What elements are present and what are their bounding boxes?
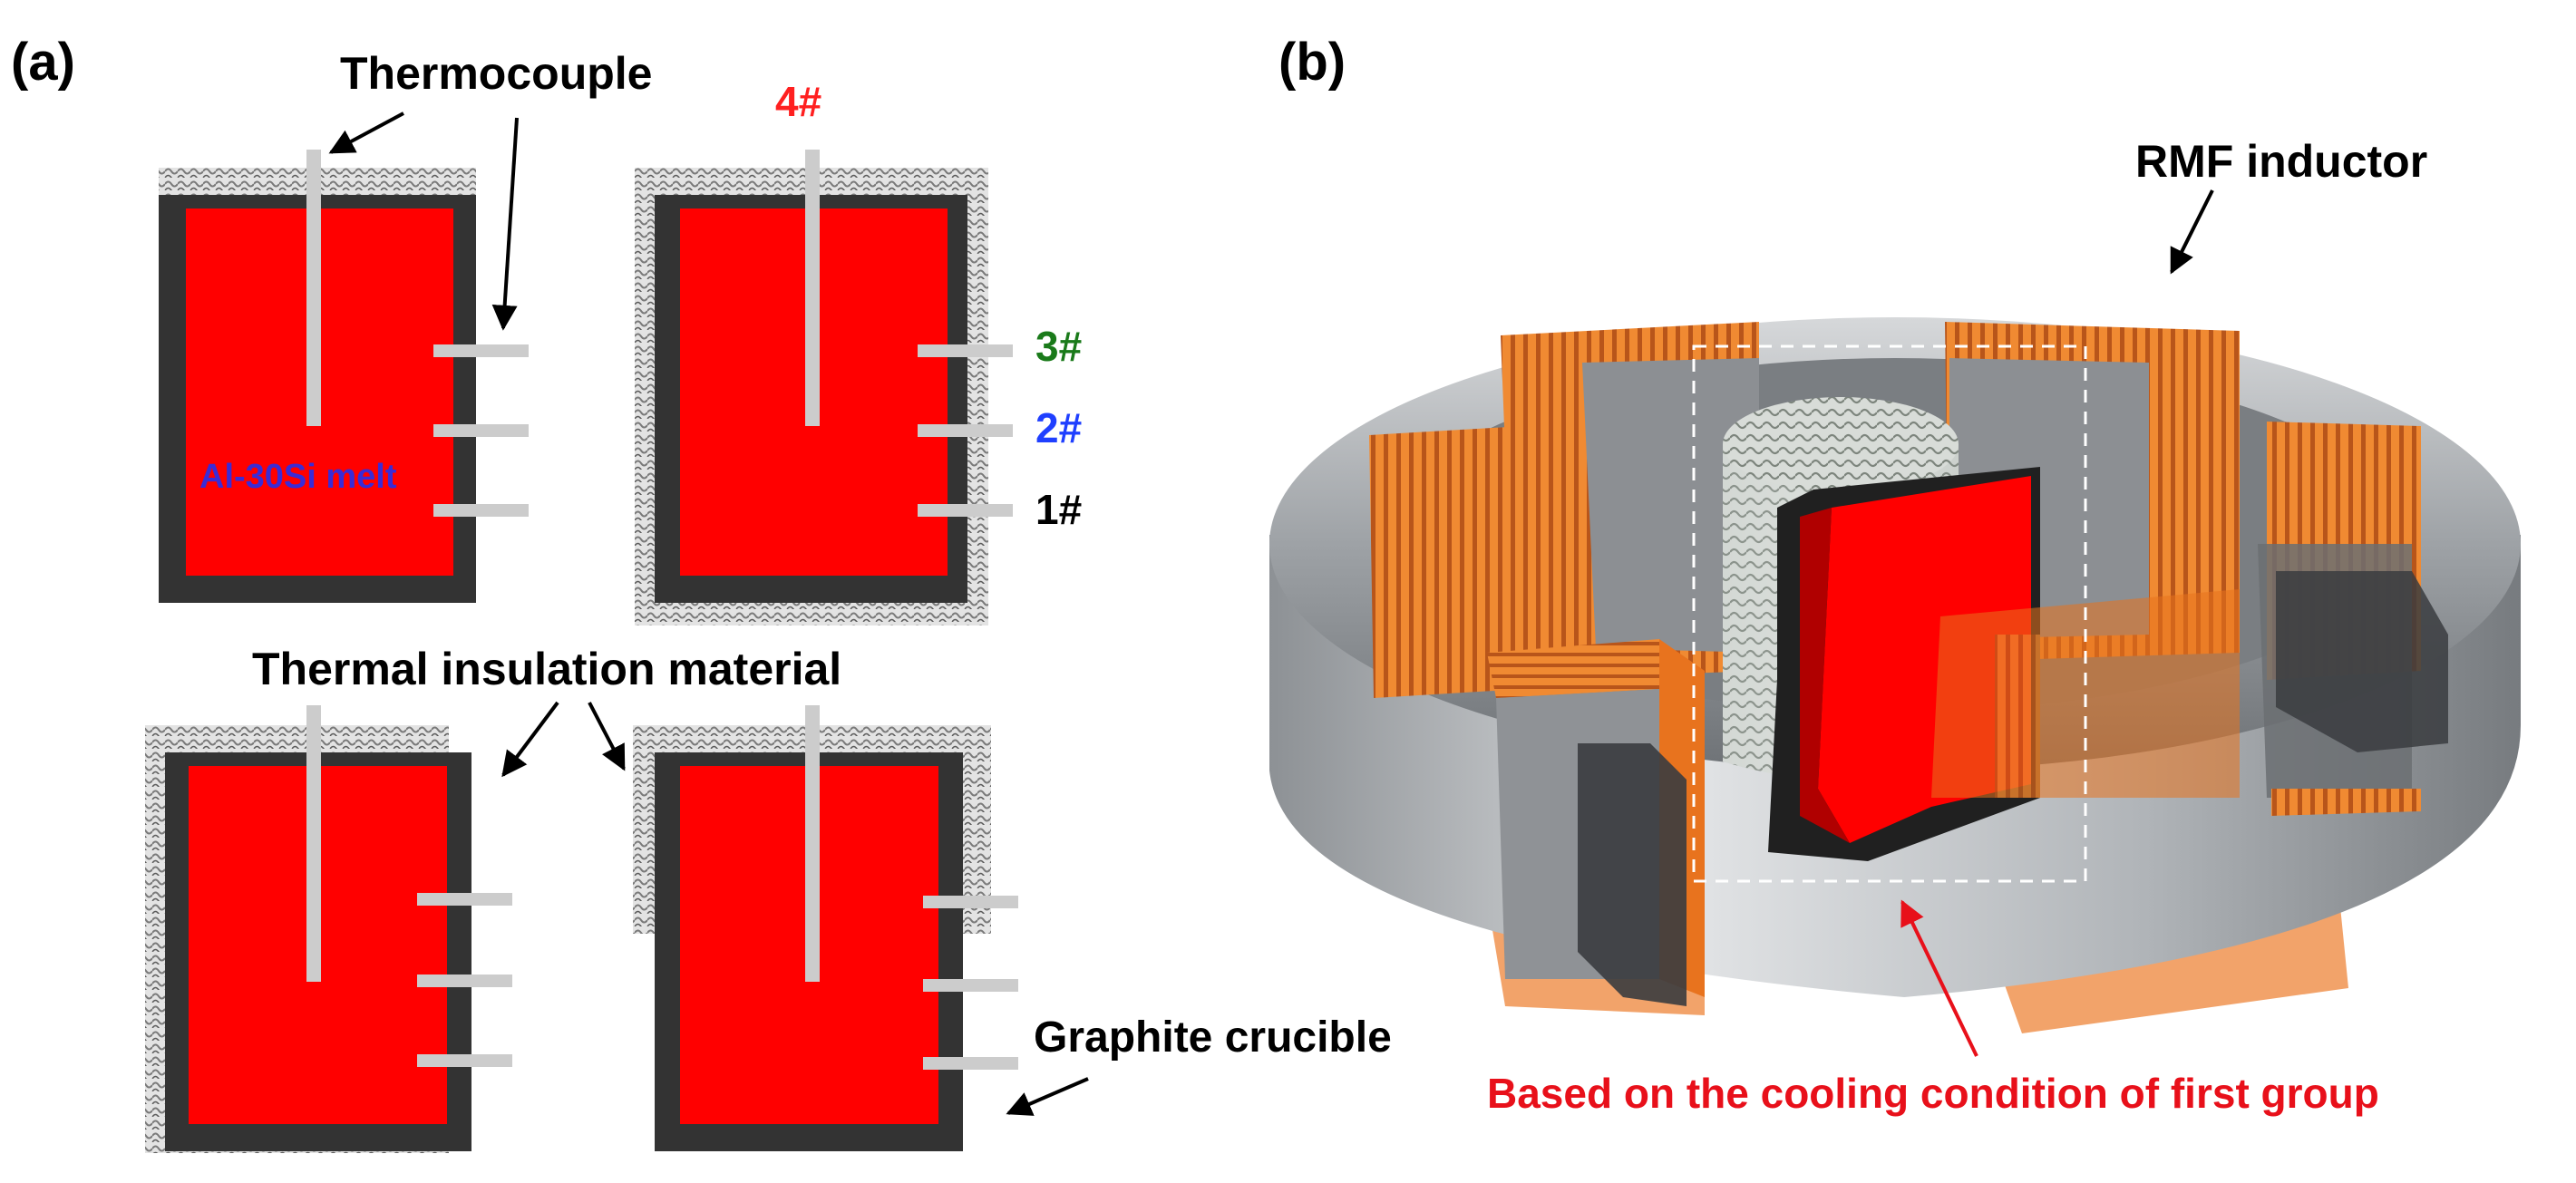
coil-front-left-top xyxy=(1487,639,1659,698)
panel-a: (a) Thermocouple 4# 3# 2# 1# Al-30Si mel… xyxy=(11,33,1392,1153)
thermocouple-1 xyxy=(417,1054,512,1067)
thermocouple-1 xyxy=(923,1057,1018,1070)
position-3-label: 3# xyxy=(1035,323,1082,370)
cutaway-melt-side xyxy=(1800,508,1850,843)
panel-a-label: (a) xyxy=(11,33,75,92)
coil-side-right-base xyxy=(2271,789,2421,816)
crucible-arrow xyxy=(1006,1077,1089,1116)
thermocouple-2 xyxy=(918,424,1013,437)
thermocouple-3 xyxy=(433,344,529,357)
melt-label: Al-30Si melt xyxy=(199,458,397,496)
clamp-front-left xyxy=(1578,743,1687,1006)
thermocouple-3 xyxy=(923,896,1018,908)
thermocouple-2 xyxy=(433,424,529,437)
thermocouple-arrow-top xyxy=(328,112,404,154)
coil-front-right-windings xyxy=(1995,635,2040,798)
thermocouple-4 xyxy=(805,150,820,426)
caption-text: Based on the cooling condition of first … xyxy=(1487,1070,2379,1117)
thermocouple-3 xyxy=(918,344,1013,357)
insulation-label: Thermal insulation material xyxy=(252,644,841,694)
thermocouple-label: Thermocouple xyxy=(340,48,652,99)
thermocouple-arrow-side xyxy=(491,117,519,331)
coil-core-back-left xyxy=(1582,358,1759,653)
thermocouple-4 xyxy=(306,150,321,426)
insulation-arrow-right xyxy=(588,702,626,771)
crucible-label: Graphite crucible xyxy=(1034,1013,1392,1062)
thermocouple-4 xyxy=(805,705,820,982)
inductor-arrow xyxy=(2170,189,2214,275)
crucible-top-right xyxy=(635,150,1013,625)
inductor-label: RMF inductor xyxy=(2135,136,2427,187)
thermocouple-2 xyxy=(417,975,512,987)
thermocouple-4 xyxy=(306,705,321,982)
caption-arrow xyxy=(1900,899,1978,1057)
selection-box xyxy=(1692,344,2087,883)
insulation-arrow-left xyxy=(501,701,559,778)
thermocouple-2 xyxy=(923,979,1018,992)
panel-b: (b) xyxy=(1269,33,2521,1117)
thermocouple-1 xyxy=(918,504,1013,517)
position-4-label: 4# xyxy=(775,78,821,125)
thermocouple-3 xyxy=(417,893,512,906)
crucible-bottom-right xyxy=(633,705,1018,1151)
crucible-top-left xyxy=(159,150,529,603)
clamp-right xyxy=(2276,571,2448,752)
position-1-label: 1# xyxy=(1035,486,1082,533)
position-2-label: 2# xyxy=(1035,404,1082,451)
coil-side-left xyxy=(1369,426,1523,698)
crucible-bottom-left xyxy=(145,705,512,1153)
panel-b-label: (b) xyxy=(1278,33,1346,92)
thermocouple-1 xyxy=(433,504,529,517)
